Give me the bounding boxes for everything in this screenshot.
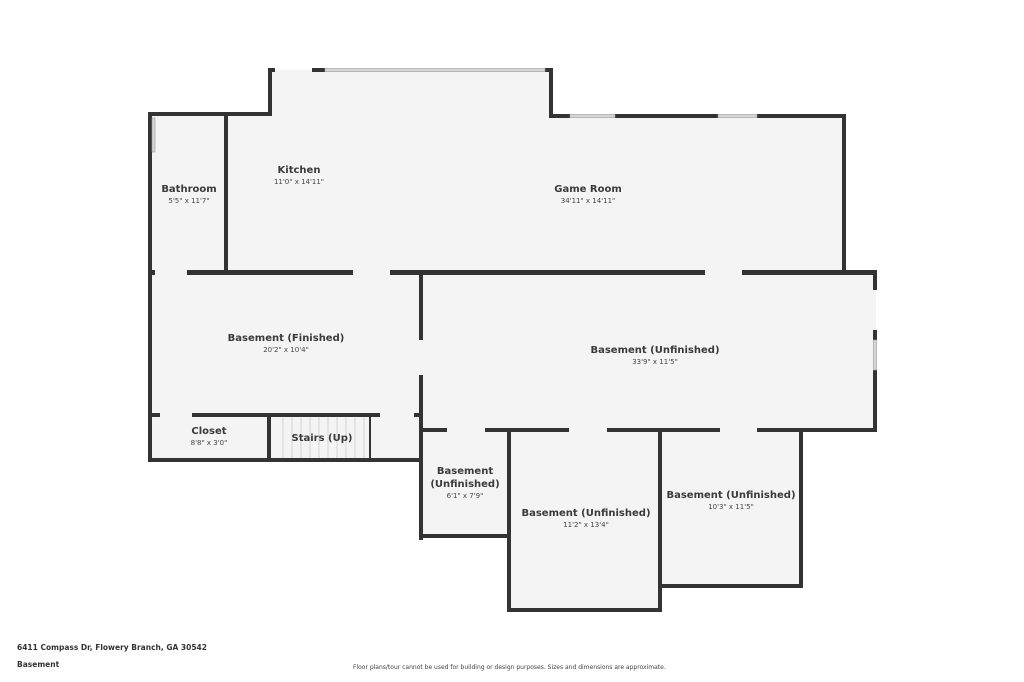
room-bathroom: Bathroom 5'5" x 11'7" (161, 183, 216, 206)
room-dims: 8'8" x 3'0" (190, 439, 228, 447)
room-basement-unfinished-right: Basement (Unfinished) 10'3" x 11'5" (666, 489, 795, 512)
windows (151, 68, 877, 371)
room-name: Basement (Unfinished) (590, 345, 720, 356)
room-dims: 20'2" x 10'4" (263, 346, 309, 354)
room-basement-unfinished-small: Basement (Unfinished) 6'1" x 7'9" (425, 465, 505, 501)
room-name: Basement (Finished) (227, 333, 345, 344)
stairs-rail (369, 417, 371, 458)
room-stairs: Stairs (Up) (292, 432, 353, 445)
stairs (282, 417, 365, 458)
room-game-room: Game Room 34'11" x 14'11" (554, 183, 622, 206)
room-kitchen: Kitchen 11'0" x 14'11" (274, 164, 324, 187)
room-name: Stairs (Up) (291, 433, 353, 444)
room-closet: Closet 8'8" x 3'0" (191, 425, 228, 448)
walls (148, 68, 877, 612)
room-name: Bathroom (161, 184, 217, 195)
room-dims: 33'9" x 11'5" (632, 358, 678, 366)
room-name: Basement (Unfinished) (666, 490, 796, 501)
room-name: Basement (Unfinished) (521, 508, 651, 519)
room-name: Game Room (554, 184, 622, 195)
room-dims: 11'2" x 13'4" (563, 521, 609, 529)
floor-level: Basement (17, 660, 60, 669)
room-dims: 34'11" x 14'11" (560, 197, 616, 205)
property-address: 6411 Compass Dr, Flowery Branch, GA 3054… (17, 643, 207, 652)
room-dims: 5'5" x 11'7" (168, 197, 210, 205)
room-name: Basement (Unfinished) (430, 466, 500, 490)
room-floors (150, 70, 876, 610)
room-dims: 10'3" x 11'5" (708, 503, 754, 511)
room-name: Kitchen (277, 165, 321, 176)
room-dims: 6'1" x 7'9" (446, 492, 484, 500)
room-basement-unfinished-middle: Basement (Unfinished) 11'2" x 13'4" (521, 507, 650, 530)
room-basement-unfinished-main: Basement (Unfinished) 33'9" x 11'5" (590, 344, 719, 367)
room-dims: 11'0" x 14'11" (273, 178, 325, 186)
disclaimer: Floor plans/tour cannot be used for buil… (353, 664, 666, 671)
room-name: Closet (191, 426, 227, 437)
room-basement-finished: Basement (Finished) 20'2" x 10'4" (228, 332, 345, 355)
